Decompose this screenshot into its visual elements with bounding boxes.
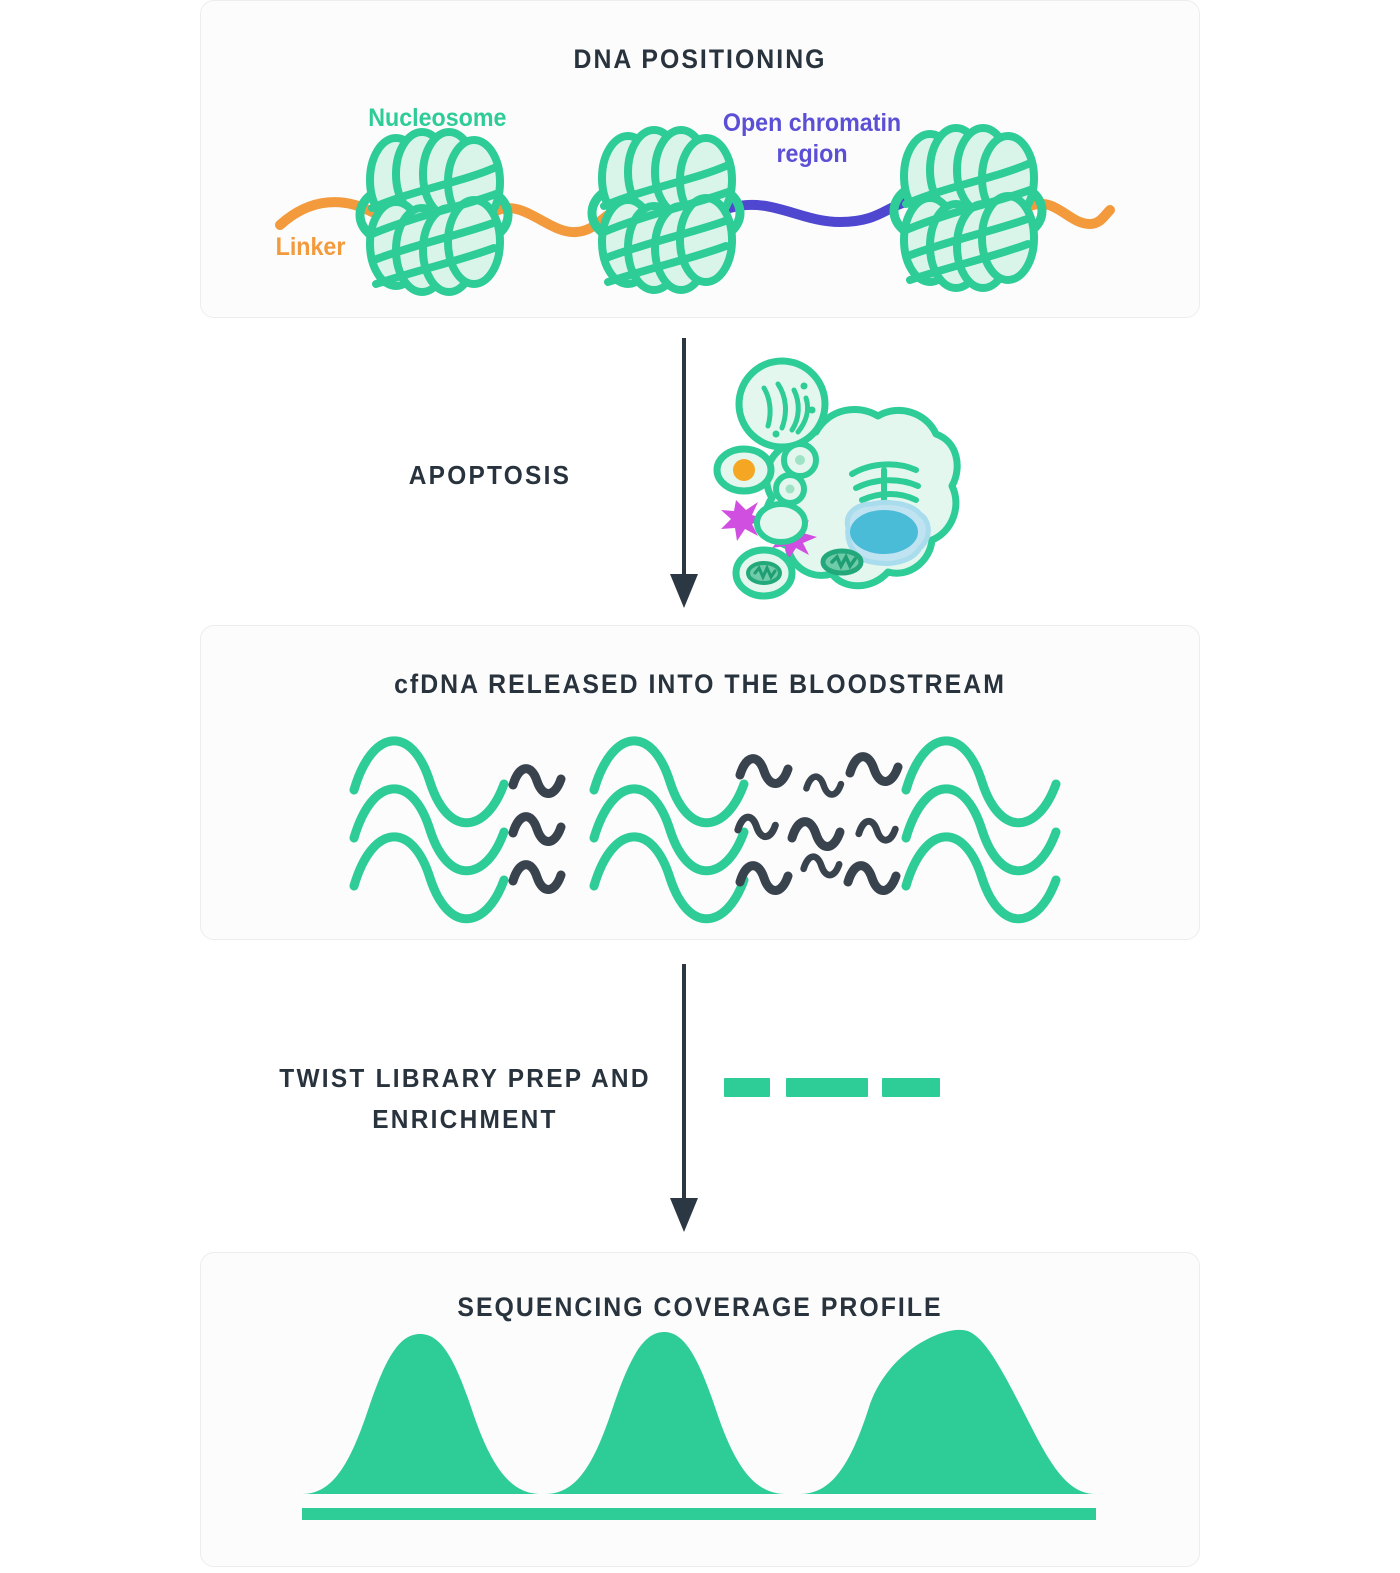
- label-open-chromatin-region: Open chromatin region: [722, 109, 902, 169]
- panel-title-sequencing-coverage: SEQUENCING COVERAGE PROFILE: [457, 1292, 943, 1322]
- arrow-down-apoptosis: [670, 338, 698, 608]
- stage-label-library-prep: TWIST LIBRARY PREP AND ENRICHMENT: [279, 1063, 651, 1135]
- label-linker: Linker: [275, 233, 346, 261]
- dna-fragment-bars: [724, 1078, 940, 1097]
- panel-title-cfdna-released: cfDNA RELEASED INTO THE BLOODSTREAM: [394, 669, 1006, 699]
- stage-label-apoptosis: APOPTOSIS: [408, 460, 572, 490]
- label-nucleosome: Nucleosome: [368, 104, 507, 132]
- arrow-down-library-prep: [670, 964, 698, 1232]
- panel-title-dna-positioning: DNA POSITIONING: [573, 44, 827, 74]
- apoptotic-cell-icon: [713, 357, 961, 600]
